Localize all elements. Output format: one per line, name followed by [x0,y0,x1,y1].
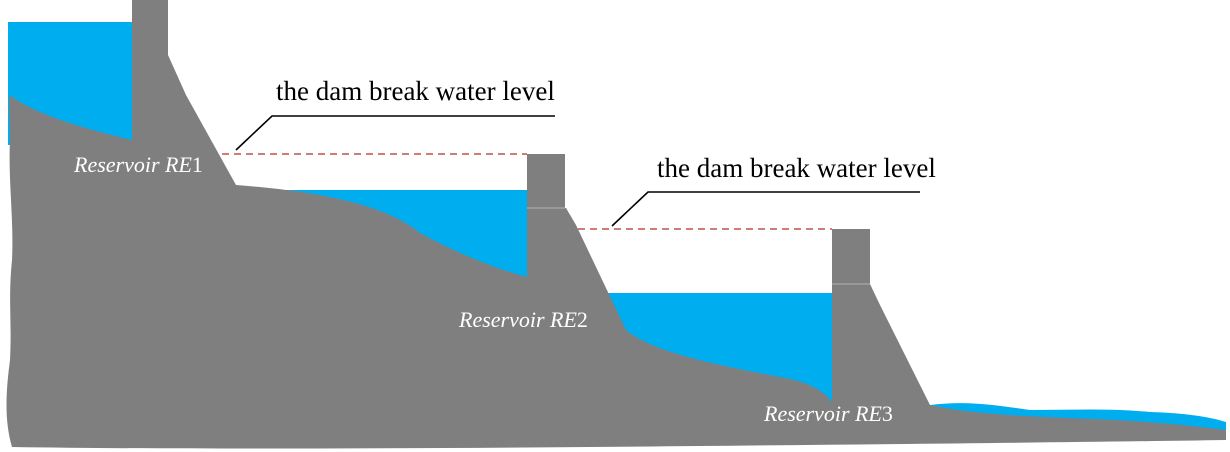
reservoir-label-2-name: Reservoir [458,307,550,332]
dam-break-level-label-1: the dam break water level [276,76,555,106]
reservoir-label-1: Reservoir RE1 [73,152,203,177]
reservoir-label-3: Reservoir RE3 [763,401,893,426]
reservoir-label-3-id: RE [854,401,882,426]
dam-break-level-label-2: the dam break water level [657,153,936,183]
reservoir-label-1-id: RE [164,152,192,177]
leader-line-1 [235,115,555,151]
reservoir-label-2: Reservoir RE2 [458,307,588,332]
dam-1 [132,0,168,142]
dam-2-crest [527,154,565,208]
reservoir-label-3-number: 3 [882,401,893,426]
reservoir-label-1-name: Reservoir [73,152,165,177]
terrain [6,0,1226,449]
reservoir-label-3-name: Reservoir [763,401,855,426]
reservoir-label-2-id: RE [549,307,577,332]
reservoir-label-1-number: 1 [192,152,203,177]
leader-line-2 [611,191,920,227]
reservoir-label-2-number: 2 [577,307,588,332]
dam-3-crest [832,229,870,284]
